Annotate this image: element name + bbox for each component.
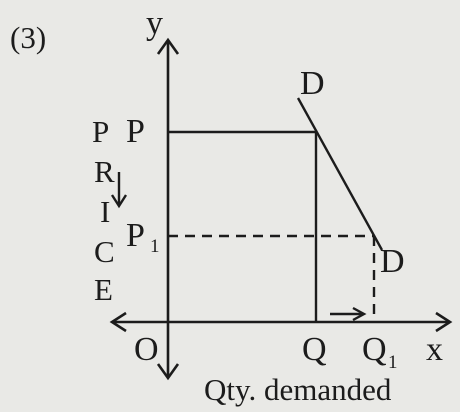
- price-label: P: [126, 113, 145, 150]
- demand-label-bottom: D: [380, 243, 405, 280]
- svg-text:1: 1: [388, 352, 398, 373]
- price-title-letter-4: C: [94, 234, 115, 269]
- new-price-dashed-lines: [168, 234, 376, 322]
- quantity-axis-title: Qty. demanded: [204, 372, 392, 407]
- price-title-letter-2: R: [94, 154, 115, 189]
- price-title-letter-3: I: [100, 194, 110, 229]
- price-fall-arrow: [110, 172, 128, 209]
- demand-label-top: D: [300, 65, 325, 102]
- demand-curve: [296, 97, 384, 251]
- x-axis-label: x: [426, 331, 443, 368]
- y-axis: [156, 37, 180, 381]
- price-title-letter-1: P: [92, 114, 109, 149]
- quantity1-label: Q 1: [362, 331, 398, 373]
- svg-text:Q: Q: [362, 331, 387, 368]
- svg-text:1: 1: [150, 236, 160, 257]
- expenditure-rectangle: [168, 130, 318, 322]
- x-axis: [109, 311, 453, 333]
- price-title-letter-5: E: [94, 272, 113, 307]
- y-axis-label: y: [146, 5, 163, 42]
- svg-text:P: P: [126, 217, 145, 254]
- quantity-label: Q: [302, 331, 327, 368]
- quantity-increase-arrow: [330, 306, 367, 322]
- price1-label: P 1: [126, 217, 160, 257]
- figure-number: (3): [10, 20, 46, 55]
- origin-label: O: [134, 331, 159, 368]
